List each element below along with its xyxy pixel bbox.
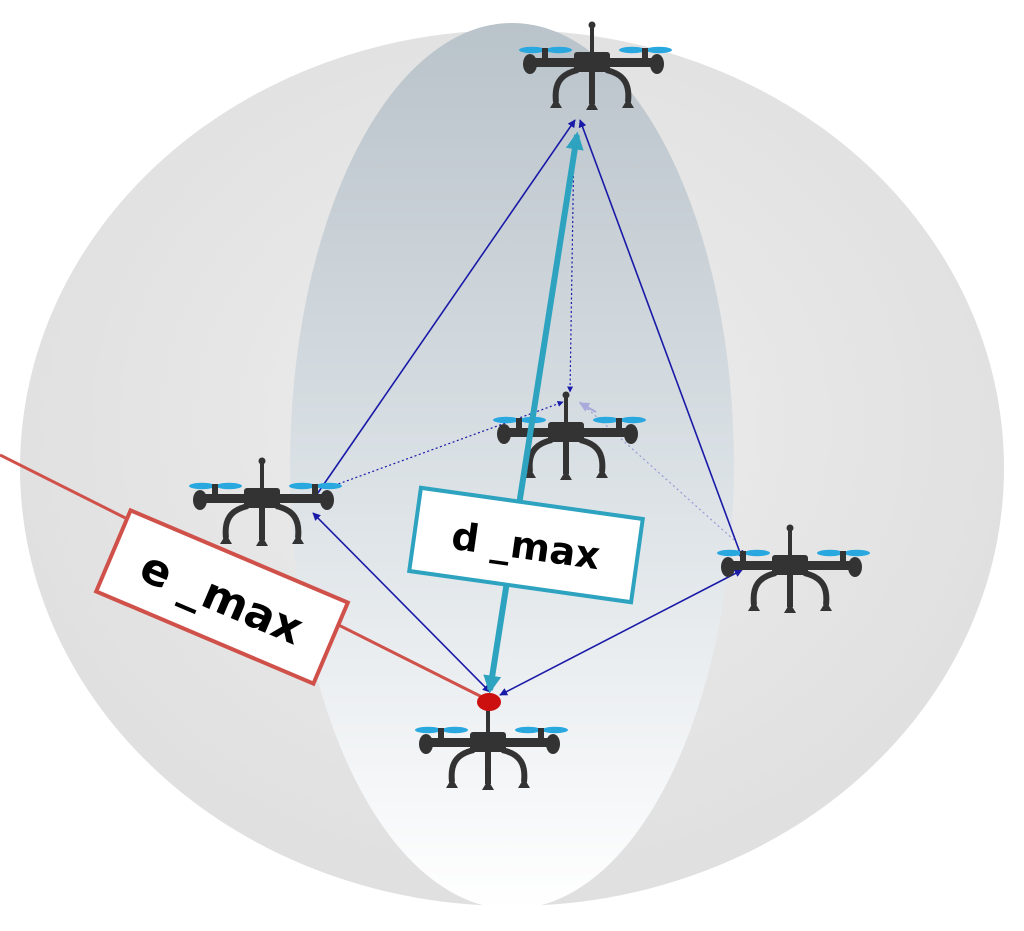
link-top-right <box>578 119 744 559</box>
target-point <box>477 693 501 711</box>
d-max-line <box>483 131 584 694</box>
d-max-label-box: d _max <box>406 485 646 605</box>
link-left-bottom <box>312 512 491 693</box>
vertical-plane <box>290 23 734 909</box>
